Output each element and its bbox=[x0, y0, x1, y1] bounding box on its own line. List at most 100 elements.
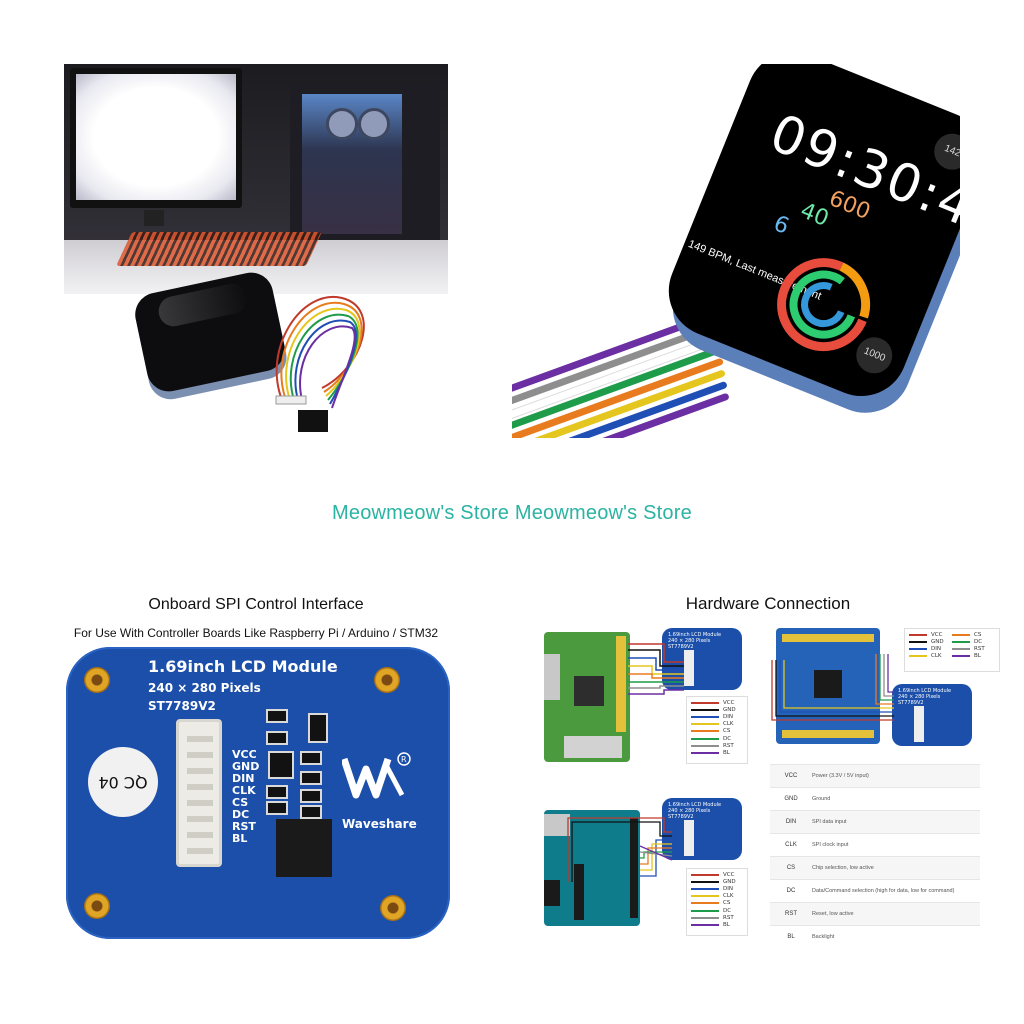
header-top bbox=[782, 634, 874, 642]
lcd-mini-connector bbox=[684, 820, 694, 856]
stm32-wiring bbox=[771, 654, 894, 721]
arduino-board bbox=[544, 810, 640, 926]
legend-label: DC bbox=[723, 735, 732, 742]
lcd-module-mini: 1.69inch LCD Module 240 × 280 Pixels ST7… bbox=[662, 798, 742, 860]
table-pin: VCC bbox=[784, 773, 798, 779]
legend-label: CS bbox=[723, 900, 731, 907]
table-pin: DC bbox=[786, 888, 796, 894]
usb-ports bbox=[544, 654, 560, 700]
smd-component bbox=[266, 785, 288, 799]
activity-rings bbox=[777, 258, 871, 352]
lcd-mini-res: 240 × 280 Pixels bbox=[898, 694, 941, 700]
lcd-mini-connector bbox=[684, 650, 694, 686]
svg-text:R: R bbox=[401, 755, 407, 764]
watch-screen: 09:30:46 600 40 6 142 1000 149 BPM, Last… bbox=[654, 64, 960, 410]
legend-label: GND bbox=[723, 878, 736, 885]
brand-label: Waveshare bbox=[342, 817, 417, 831]
ribbon-cable bbox=[275, 295, 365, 432]
pin-label-din: DIN bbox=[232, 772, 255, 785]
legend-label: CS bbox=[974, 631, 982, 638]
legend-label: DIN bbox=[723, 713, 733, 720]
lcd-mini-res: 240 × 280 Pixels bbox=[668, 638, 711, 644]
legend-label: VCC bbox=[723, 699, 735, 706]
lcd-mini-driver: ST7789V2 bbox=[668, 814, 694, 820]
lcd-mini-connector bbox=[914, 706, 924, 742]
monitor-screen bbox=[76, 74, 236, 200]
table-desc: Data/Command selection (high for data, l… bbox=[812, 888, 955, 894]
pin-label-dc: DC bbox=[232, 808, 250, 821]
lcd-mini-title: 1.69inch LCD Module bbox=[668, 632, 722, 638]
table-row: CS Chip selection, low active bbox=[770, 856, 980, 879]
hardware-panel-title: Hardware Connection bbox=[685, 594, 851, 613]
desk-setup-photo bbox=[64, 64, 448, 294]
arduino-wiring bbox=[567, 817, 673, 882]
pin-label-clk: CLK bbox=[232, 784, 256, 797]
module-panel-title: Onboard SPI Control Interface bbox=[148, 596, 364, 613]
legend-label: CLK bbox=[723, 893, 734, 900]
usb-port bbox=[544, 814, 570, 836]
board-driver: ST7789V2 bbox=[148, 699, 216, 713]
module-panel-subtitle: For Use With Controller Boards Like Rasp… bbox=[73, 626, 439, 640]
legend-label: BL bbox=[723, 921, 730, 928]
legend-label: VCC bbox=[931, 631, 943, 638]
smd-component bbox=[300, 805, 322, 819]
legend-label: CLK bbox=[723, 721, 734, 728]
lcd-mini-title: 1.69inch LCD Module bbox=[668, 802, 722, 808]
legend-label: RST bbox=[974, 645, 985, 652]
clock-time: 09:30:46 bbox=[761, 103, 960, 253]
watch-display-photo: 09:30:46 600 40 6 142 1000 149 BPM, Last… bbox=[512, 64, 960, 438]
gpio-header bbox=[616, 636, 626, 732]
legend-label: DIN bbox=[931, 645, 941, 652]
raspberry-pi-board bbox=[544, 632, 630, 762]
pin-label-cs: CS bbox=[232, 796, 249, 809]
waveshare-logo-icon: R bbox=[342, 752, 411, 799]
legend-label: DIN bbox=[723, 885, 733, 892]
smd-component bbox=[266, 709, 288, 723]
power-jack bbox=[544, 880, 560, 906]
pin-label-vcc: VCC bbox=[232, 748, 257, 761]
legend-label: CS bbox=[723, 728, 731, 735]
monitor-stand bbox=[144, 210, 164, 226]
mounting-hole bbox=[374, 667, 400, 693]
lcd-mini-title: 1.69inch LCD Module bbox=[898, 688, 952, 694]
legend-label: CLK bbox=[931, 653, 942, 660]
lcd-module-back: 1.69inch LCD Module 240 × 280 Pixels ST7… bbox=[66, 647, 450, 939]
case-fan bbox=[326, 108, 358, 140]
lcd-mini-driver: ST7789V2 bbox=[898, 700, 924, 706]
ethernet-port bbox=[564, 736, 622, 758]
table-pin: CLK bbox=[785, 842, 797, 848]
table-desc: Backlight bbox=[812, 934, 835, 940]
smd-regulator bbox=[268, 751, 294, 779]
legend-label: DC bbox=[974, 638, 983, 645]
table-pin: CS bbox=[786, 865, 796, 871]
legend-label: RST bbox=[723, 914, 734, 921]
qc-sticker: QC 04 bbox=[88, 747, 158, 817]
board-title: 1.69inch LCD Module bbox=[148, 657, 338, 676]
table-desc: SPI data input bbox=[812, 819, 847, 825]
backlit-keyboard bbox=[116, 232, 322, 266]
rpi-wiring bbox=[628, 643, 684, 695]
header-bottom bbox=[782, 730, 874, 738]
legend-label: BL bbox=[723, 749, 730, 756]
driver-ic bbox=[276, 819, 332, 877]
pin-label-bl: BL bbox=[232, 832, 248, 845]
table-desc: Chip selection, low active bbox=[812, 865, 874, 871]
mcu-chip bbox=[814, 670, 842, 698]
table-row: DC Data/Command selection (high for data,… bbox=[770, 879, 980, 902]
table-desc: Reset, low active bbox=[812, 911, 854, 917]
lcd-module-mini: 1.69inch LCD Module 240 × 280 Pixels ST7… bbox=[662, 628, 742, 690]
legend-label: GND bbox=[931, 638, 944, 645]
stm32-wire-legend: VCC GND DIN CLK CS DC RST BL bbox=[904, 628, 1000, 672]
legend-label: DC bbox=[723, 907, 732, 914]
smd-component bbox=[300, 771, 322, 785]
stm32-board bbox=[776, 628, 880, 744]
lcd-mini-res: 240 × 280 Pixels bbox=[668, 808, 711, 814]
mounting-hole bbox=[380, 895, 406, 921]
header-digital bbox=[630, 818, 638, 918]
